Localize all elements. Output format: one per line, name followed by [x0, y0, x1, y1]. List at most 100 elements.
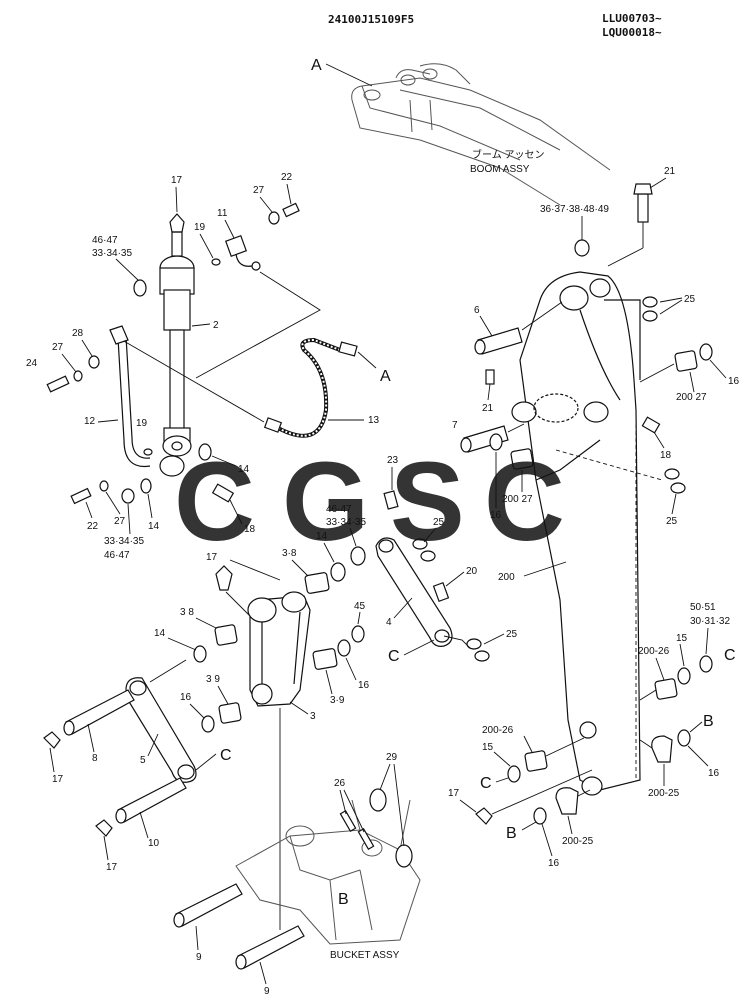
leader	[545, 737, 585, 757]
leader	[445, 571, 465, 587]
callout-8: 8	[92, 753, 98, 764]
arm-bushings-right: 50·51 30·31·32 C 15 200-26 B 16 200-25	[638, 602, 736, 799]
leader	[289, 701, 309, 715]
leader	[105, 491, 121, 515]
leader	[689, 371, 695, 393]
callout-25: 25	[433, 517, 445, 528]
callout-21: 21	[482, 403, 494, 414]
leader	[147, 493, 153, 519]
leader	[357, 611, 361, 625]
callout-22: 22	[87, 521, 99, 532]
callout-17: 17	[448, 788, 460, 799]
callout-30-31-32: 30·31·32	[690, 616, 730, 627]
leader	[493, 751, 511, 767]
leader	[211, 455, 237, 467]
callout-16: 16	[728, 376, 740, 387]
boom-assy-caption: ブーム アッセン BOOM ASSY	[470, 148, 544, 175]
leader	[479, 315, 493, 337]
callout-27: 27	[52, 342, 64, 353]
boom-assy-drawing	[351, 63, 611, 206]
callout-200-25: 200-25	[562, 836, 594, 847]
callout-200-27: 200 27	[502, 494, 533, 505]
callout-14: 14	[148, 521, 160, 532]
callout-16: 16	[548, 858, 560, 869]
callout-15: 15	[482, 742, 494, 753]
callout-9: 9	[196, 952, 202, 963]
leader	[639, 739, 653, 749]
leader	[139, 811, 149, 839]
leader	[189, 703, 205, 719]
ref-A-top: A	[311, 57, 322, 74]
callout-6: 6	[474, 305, 480, 316]
leader	[487, 383, 491, 401]
callout-46-47: 46·47	[92, 235, 118, 246]
watermark-letter-1: C	[174, 439, 255, 564]
leader	[483, 633, 505, 645]
callout-19: 19	[194, 222, 206, 233]
leader	[225, 591, 251, 617]
leader	[705, 627, 709, 655]
arm-bushings-top: 200 27 16 16 200 27 18 25	[489, 343, 740, 527]
leader	[567, 815, 573, 835]
left-hardware: 14 18 22 27 14 33·34·35 46·47	[70, 443, 256, 561]
callout-5: 5	[140, 755, 146, 766]
leader	[195, 617, 217, 629]
callout-16: 16	[358, 680, 370, 691]
leader	[659, 299, 683, 315]
leader	[687, 745, 709, 767]
pin-8: 8 17	[43, 689, 135, 785]
bucket-assy-caption: BUCKET ASSY	[330, 950, 400, 961]
leader	[339, 789, 347, 815]
header: 24100J15109F5 LLU00703~ LQU00018~	[328, 12, 662, 39]
leader	[323, 542, 335, 563]
leader	[259, 196, 273, 213]
serial-range-2: LQU00018~	[602, 26, 662, 39]
leader	[393, 597, 413, 619]
callout-15: 15	[676, 633, 688, 644]
boom-assy-en: BOOM ASSY	[470, 164, 530, 175]
callout-16: 16	[708, 768, 720, 779]
ref-B: B	[338, 891, 349, 908]
leader	[325, 63, 373, 87]
hose-13: A 13	[263, 337, 391, 438]
bucket-hardware: 26 29 B	[334, 752, 413, 908]
callout-13: 13	[368, 415, 380, 426]
link-3: 3 3·8	[247, 591, 316, 722]
callout-11: 11	[217, 208, 228, 219]
watermark-logo: C G S C	[174, 439, 565, 564]
leader	[521, 821, 537, 831]
arm-top-hardware: 21 36·37·38·48·49 25	[540, 166, 696, 322]
callout-27: 27	[114, 516, 126, 527]
callout-28: 28	[72, 328, 84, 339]
watermark-letter-2: G	[282, 439, 369, 564]
leader	[49, 747, 55, 773]
watermark-letter-3: S	[390, 439, 465, 564]
leader	[199, 233, 214, 259]
leader	[87, 723, 95, 753]
leader	[325, 669, 333, 695]
callout-2: 2	[213, 320, 219, 331]
ref-C: C	[220, 747, 232, 764]
fitting-11: 27 22 11 19	[194, 172, 300, 271]
ref-C: C	[480, 775, 492, 792]
callout-19: 19	[136, 418, 148, 429]
leader	[291, 559, 309, 577]
callout-27: 27	[253, 185, 265, 196]
pin-6: 6	[474, 301, 563, 355]
callout-21: 21	[664, 166, 676, 177]
callout-33-34-35: 33·34·35	[326, 517, 366, 528]
leader	[147, 733, 159, 757]
leader	[191, 323, 211, 327]
leader	[639, 689, 657, 701]
callout-9: 9	[264, 986, 270, 997]
leader	[127, 503, 131, 535]
leader	[607, 247, 644, 267]
connection-line	[121, 339, 265, 423]
leader	[167, 637, 197, 651]
leader	[357, 351, 377, 369]
cylinder-2: 17	[159, 175, 195, 457]
callout-36-37-38-48-49: 36·37·38·48·49	[540, 204, 609, 215]
leader	[639, 363, 675, 383]
leader	[286, 183, 292, 205]
